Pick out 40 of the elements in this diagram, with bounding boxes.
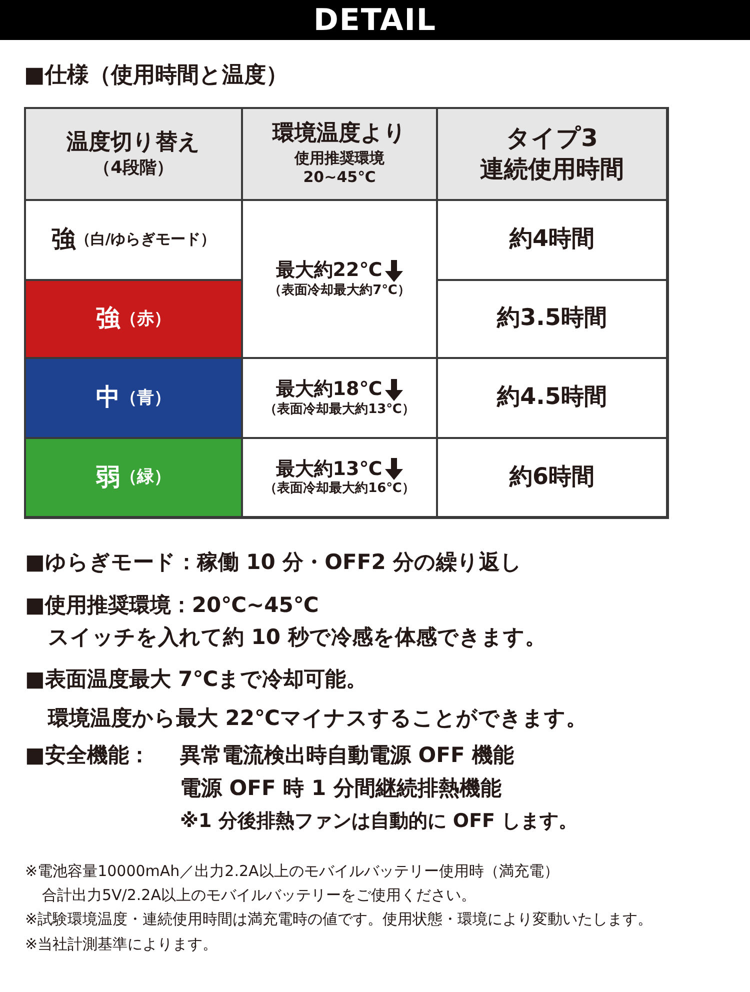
page-title: DETAIL xyxy=(313,2,437,38)
temperature-text: 最大約13℃ xyxy=(276,456,382,481)
header-text: 20~45℃ xyxy=(303,168,376,188)
footnote-text: ※当社計測基準によります。 xyxy=(25,935,218,954)
temperature-note: （表面冷却最大約13℃） xyxy=(264,402,415,419)
header-text: （4段階） xyxy=(94,157,174,180)
note-text: ※1 分後排熱ファンは自動的に OFF します。 xyxy=(180,809,578,834)
section-heading: ■仕様（使用時間と温度） xyxy=(24,62,288,90)
header-text: 連続使用時間 xyxy=(480,154,624,185)
footnote-text: 合計出力5V/2.2A以上のモバイルバッテリーをご使用ください。 xyxy=(42,886,476,905)
mode-text: （白/ゆらぎモード） xyxy=(75,230,216,248)
note-text: ■使用推奨環境：20℃~45℃ xyxy=(25,592,319,619)
duration-text: 約4.5時間 xyxy=(497,383,607,412)
duration-text: 約6時間 xyxy=(509,462,594,492)
temperature-note: （表面冷却最大約16℃） xyxy=(264,481,415,498)
header-text: 温度切り替え xyxy=(66,128,200,157)
footnote-text: ※試験環境温度・連続使用時間は満充電時の値です。使用状態・環境により変動いたします。 xyxy=(25,910,653,929)
note-text: ■ゆらぎモード：稼働 10 分・OFF2 分の繰り返し xyxy=(25,549,522,576)
mode-text: 中 xyxy=(96,382,120,414)
temperature-text: 最大約18℃ xyxy=(276,377,382,402)
header-text: タイプ3 xyxy=(506,122,598,154)
duration-text: 約3.5時間 xyxy=(497,304,607,334)
mode-text: （青） xyxy=(120,386,171,410)
note-text: 電源 OFF 時 1 分間継続排熱機能 xyxy=(180,775,502,802)
mode-text: （緑） xyxy=(120,466,171,489)
temperature-text: 最大約22℃ xyxy=(276,258,382,283)
footnote-text: ※電池容量10000mAh／出力2.2A以上のモバイルバッテリー使用時（満充電） xyxy=(25,862,559,881)
mode-text: 強 xyxy=(51,224,76,256)
duration-text: 約4時間 xyxy=(509,225,594,254)
mode-text: 弱 xyxy=(96,462,120,493)
header-text: 環境温度より xyxy=(272,120,406,148)
header-text: 使用推奨環境 xyxy=(294,148,384,168)
note-text: 異常電流検出時自動電源 OFF 機能 xyxy=(180,742,514,769)
note-text: スイッチを入れて約 10 秒で冷感を体感できます。 xyxy=(48,624,546,651)
note-text: ■安全機能： xyxy=(25,742,150,769)
mode-text: 強 xyxy=(96,303,120,334)
mode-text: （赤） xyxy=(120,308,171,329)
temperature-note: （表面冷却最大約7℃） xyxy=(268,282,410,300)
note-text: 環境温度から最大 22℃マイナスすることができます。 xyxy=(48,705,587,732)
note-text: ■表面温度最大 7℃まで冷却可能。 xyxy=(25,666,368,693)
